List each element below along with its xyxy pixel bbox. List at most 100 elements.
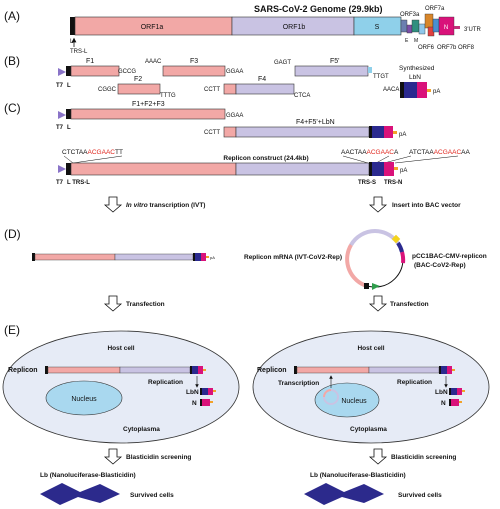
orf3a-block [400, 19, 408, 33]
trs-l-label: TRS-L [70, 49, 88, 55]
construct-orf1a [70, 162, 237, 176]
lb-result-left: Lb (Nanoluciferase-Blasticidin) [40, 472, 136, 479]
replicon-mrna [32, 253, 209, 261]
right-sub-lbn-trs [449, 388, 451, 395]
seq-left-lines [63, 155, 123, 164]
ggaa-label-c: GGAA [226, 113, 243, 119]
leader-block [70, 17, 75, 35]
bac-arc-lb [396, 241, 404, 253]
fragment-f5-tail [368, 67, 372, 73]
right-sub-lbn-pa [462, 390, 465, 392]
cggc-label: CGGC [98, 87, 117, 93]
gagt-label: GAGT [274, 60, 291, 66]
mrna-orf1a [34, 253, 116, 261]
survived-blob-right [304, 483, 384, 505]
orf8-block [432, 18, 440, 33]
orf3a-label: ORF3a [400, 12, 420, 18]
panel-d-label: (D) [4, 227, 21, 241]
transfection-arrow-left [103, 295, 123, 312]
host-cell-right-label: Host cell [357, 345, 384, 352]
orf7a-label: ORF7a [425, 6, 445, 12]
nucleus-plasmid-arc [323, 389, 332, 398]
cell-right-trs [439, 366, 441, 374]
l-trs-l-label: L TRS-L [67, 180, 90, 186]
fragment-f1 [70, 65, 120, 77]
host-cell-left [2, 330, 240, 444]
bac-plasmid [345, 229, 406, 290]
panel-b-label: (B) [4, 54, 20, 68]
mrna-pa [206, 256, 209, 258]
orf7b-label: ORF7b [437, 45, 457, 51]
pa-label-b: pA [433, 89, 440, 95]
synthesized-label: Synthesized [399, 65, 435, 72]
right-sub-n-pa [459, 401, 462, 403]
t7-label-c: T7 [56, 125, 64, 131]
mrna-n [201, 253, 206, 261]
fragment-f5 [294, 65, 369, 77]
f45-leader [369, 126, 372, 138]
cell-right-n [447, 366, 452, 374]
f45lbn-label: F4+F5'+LbN [296, 119, 335, 126]
ggaa-label: GGAA [226, 69, 243, 75]
fragments [58, 65, 431, 98]
transcription-label: Transcription [278, 380, 319, 387]
construct-n [384, 162, 394, 176]
bac-arrow [368, 196, 388, 213]
cell-left-replicon-cap [45, 366, 48, 374]
mrna-label: Replicon mRNA (IVT-CoV2-Rep) [244, 254, 342, 261]
fragment-f45-b [235, 126, 370, 138]
panel-a-label: (A) [4, 9, 20, 23]
blasticidin-label-right: Blasticidin screening [391, 454, 456, 461]
lbn-label-b: LbN [409, 74, 421, 81]
f1-label: F1 [86, 58, 94, 65]
bac-arc-orf1b-2 [349, 229, 376, 247]
survived-cells-right [304, 483, 384, 505]
tttg-label: TTTG [160, 93, 176, 99]
gccg-label: GCCG [118, 69, 136, 75]
genome-map [70, 13, 460, 37]
replicon-left-label: Replicon [8, 367, 38, 374]
aaac-label: AAAC [145, 59, 162, 65]
m-block [411, 19, 420, 33]
cell-left-pa [203, 369, 206, 371]
mrna-pa-label: pA [210, 255, 215, 260]
left-sub-lbn-pa [213, 390, 216, 392]
genome-title: SARS-CoV-2 Genome (29.9kb) [254, 4, 383, 14]
left-sub-n-trs [200, 399, 202, 406]
t7-label-b: T7 [56, 83, 64, 89]
synth-lb [404, 82, 417, 98]
lbn-left-label: LbN [186, 389, 199, 396]
fragment-f123 [70, 108, 226, 120]
bac-marker-black [364, 283, 369, 289]
cell-left-replicon-orf1a [47, 366, 121, 374]
construct-lb [372, 162, 384, 176]
bac-marker-yellow [391, 234, 401, 244]
cell-left-replicon-orf1b [119, 366, 191, 374]
panel-c-label: (C) [4, 101, 21, 115]
replicon-construct-label: Replicon construct (24.4kb) [223, 155, 308, 162]
lbn-right-label: LbN [435, 389, 448, 396]
host-cell-right [252, 330, 490, 444]
right-sub-lbn-lb [451, 388, 457, 395]
seq-mid-lines [342, 155, 390, 164]
e-block [406, 24, 413, 34]
cell-right-lb [441, 366, 447, 374]
seq-mid: AACTAAACGAACA [341, 149, 399, 156]
replicon-right-label: Replicon [257, 367, 287, 374]
cell-left-trs [190, 366, 192, 374]
right-sub-lbn-n [457, 388, 462, 395]
ttgt-label: TTGT [373, 74, 389, 80]
e-label: E [405, 38, 409, 44]
utr-block [454, 26, 460, 29]
t7-promoter-construct [58, 165, 66, 173]
f45-n [384, 126, 393, 138]
f3-label: F3 [190, 58, 198, 65]
fragment-f3 [162, 65, 226, 77]
construct-trs-s [369, 162, 372, 176]
ivt-label: In vitro transcription (IVT) [126, 202, 205, 209]
nucleus-left-label: Nucleus [71, 396, 97, 403]
replicon-construct [58, 162, 398, 176]
construct-orf1b [235, 162, 370, 176]
blasticidin-arrow-left [103, 448, 123, 465]
